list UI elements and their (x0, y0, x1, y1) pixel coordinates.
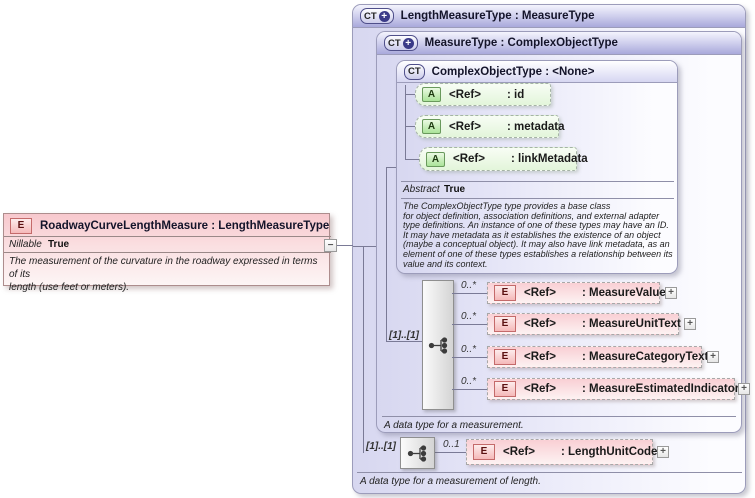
expand-toggle[interactable]: + (738, 383, 750, 395)
type-title: MeasureType : ComplexObjectType (424, 37, 618, 49)
attribute-name: : metadata (507, 120, 565, 133)
element-row-measureunittext[interactable]: E <Ref> : MeasureUnitText (487, 313, 681, 335)
element-title: RoadwayCurveLengthMeasure : LengthMeasur… (40, 220, 330, 232)
badge-label: CT (408, 66, 421, 77)
type-title: LengthMeasureType : MeasureType (400, 10, 595, 22)
sequence-compositor[interactable] (422, 280, 454, 410)
element-name: : MeasureValue (582, 287, 666, 299)
connector-line (353, 246, 376, 247)
sequence-icon (428, 336, 447, 354)
type-annotation: The ComplexObjectType type provides a ba… (403, 201, 673, 269)
element-ref: <Ref> (524, 318, 556, 330)
cardinality-label: 0..* (461, 376, 477, 387)
expand-toggle[interactable]: + (707, 351, 719, 363)
connector-line (405, 159, 419, 160)
property-label: Nillable (9, 239, 42, 250)
element-row-measurecategorytext[interactable]: E <Ref> : MeasureCategoryText (487, 346, 708, 368)
complex-type-badge: CT+ (360, 8, 394, 24)
property-label: Abstract (403, 184, 440, 195)
type-header-lengthmeasuretype[interactable]: CT+ LengthMeasureType : MeasureType (353, 5, 745, 28)
type-box-measuretype[interactable]: CT+ MeasureType : ComplexObjectType CT C… (376, 31, 750, 433)
divider (4, 236, 331, 237)
connector-line (433, 452, 466, 453)
element-name: : LengthUnitCode (561, 446, 658, 458)
attribute-ref: <Ref> (453, 153, 485, 165)
type-annotation: A data type for a measurement. (384, 420, 524, 431)
cardinality-label: 0..* (461, 311, 477, 322)
cardinality-label: 0..1 (443, 439, 460, 450)
attribute-row-id[interactable]: A <Ref> : id (415, 83, 551, 106)
expand-toggle[interactable]: + (657, 446, 669, 458)
complex-type-badge: CT (404, 63, 425, 80)
type-header-complexobjecttype[interactable]: CT ComplexObjectType : <None> (397, 61, 677, 83)
divider (4, 252, 331, 253)
divider (357, 472, 742, 473)
connector-line (363, 246, 364, 453)
element-ref: <Ref> (524, 287, 556, 299)
element-badge: E (494, 349, 516, 365)
connector-line (405, 126, 415, 127)
badge-label: CT (364, 10, 377, 22)
element-name: : MeasureCategoryText (582, 351, 709, 363)
element-badge: E (473, 444, 495, 460)
attribute-row-linkmetadata[interactable]: A <Ref> : linkMetadata (419, 147, 588, 171)
cardinality-label: 0..* (461, 280, 477, 291)
expand-plus-icon[interactable]: + (378, 10, 390, 22)
element-annotation: The measurement of the curvature in the … (9, 256, 318, 293)
connector-line (386, 167, 387, 342)
type-title: ComplexObjectType : <None> (431, 65, 595, 78)
sequence-icon (407, 444, 427, 462)
group-cardinality: [1]..[1] (366, 441, 396, 452)
sequence-compositor[interactable] (400, 437, 435, 469)
cardinality-label: 0..* (461, 344, 477, 355)
badge-label: CT (388, 37, 401, 49)
global-element-box[interactable]: E RoadwayCurveLengthMeasure : LengthMeas… (3, 213, 331, 293)
connector-line (405, 85, 406, 159)
collapse-toggle[interactable]: − (324, 239, 337, 252)
element-name: : MeasureUnitText (582, 318, 681, 330)
connector-line (452, 389, 487, 390)
connector-line (386, 167, 396, 168)
element-row-lengthunitcode[interactable]: E <Ref> : LengthUnitCode (466, 439, 657, 465)
attribute-ref: <Ref> (449, 120, 481, 133)
property-value: True (48, 239, 70, 250)
divider (382, 416, 736, 417)
connector-line (405, 94, 415, 95)
expand-toggle[interactable]: + (684, 318, 696, 330)
element-ref: <Ref> (524, 383, 556, 395)
expand-plus-icon[interactable]: + (402, 37, 414, 49)
type-annotation: A data type for a measurement of length. (360, 476, 541, 487)
expand-toggle[interactable]: + (665, 287, 677, 299)
connector-line (386, 341, 422, 342)
attribute-row-metadata[interactable]: A <Ref> : metadata (415, 115, 565, 138)
type-header-measuretype[interactable]: CT+ MeasureType : ComplexObjectType (377, 32, 741, 55)
type-box-lengthmeasuretype[interactable]: CT+ LengthMeasureType : MeasureType CT+ … (352, 4, 750, 494)
type-box-complexobjecttype[interactable]: CT ComplexObjectType : <None> A <Ref> : … (396, 60, 678, 274)
complex-type-badge: CT+ (384, 35, 418, 51)
attribute-name: : linkMetadata (511, 153, 588, 165)
connector-line (452, 293, 487, 294)
divider (401, 198, 674, 199)
element-name: : MeasureEstimatedIndicator (582, 383, 740, 395)
connector-line (337, 245, 353, 246)
attribute-badge: A (426, 151, 445, 167)
connector-line (452, 324, 487, 325)
element-badge: E (10, 218, 32, 234)
group-cardinality: [1]..[1] (389, 330, 419, 341)
element-row-measureestimatedindicator[interactable]: E <Ref> : MeasureEstimatedIndicator (487, 378, 739, 400)
element-ref: <Ref> (524, 351, 556, 363)
attribute-badge: A (422, 87, 441, 102)
connector-line (452, 357, 487, 358)
attribute-badge: A (422, 119, 441, 134)
property-value: True (444, 184, 466, 195)
element-badge: E (494, 285, 516, 301)
attribute-ref: <Ref> (449, 88, 481, 101)
attribute-name: : id (507, 88, 525, 101)
element-ref: <Ref> (503, 446, 535, 458)
element-row-measurevalue[interactable]: E <Ref> : MeasureValue (487, 282, 666, 304)
divider (401, 181, 674, 182)
element-badge: E (494, 316, 516, 332)
element-badge: E (494, 381, 516, 397)
